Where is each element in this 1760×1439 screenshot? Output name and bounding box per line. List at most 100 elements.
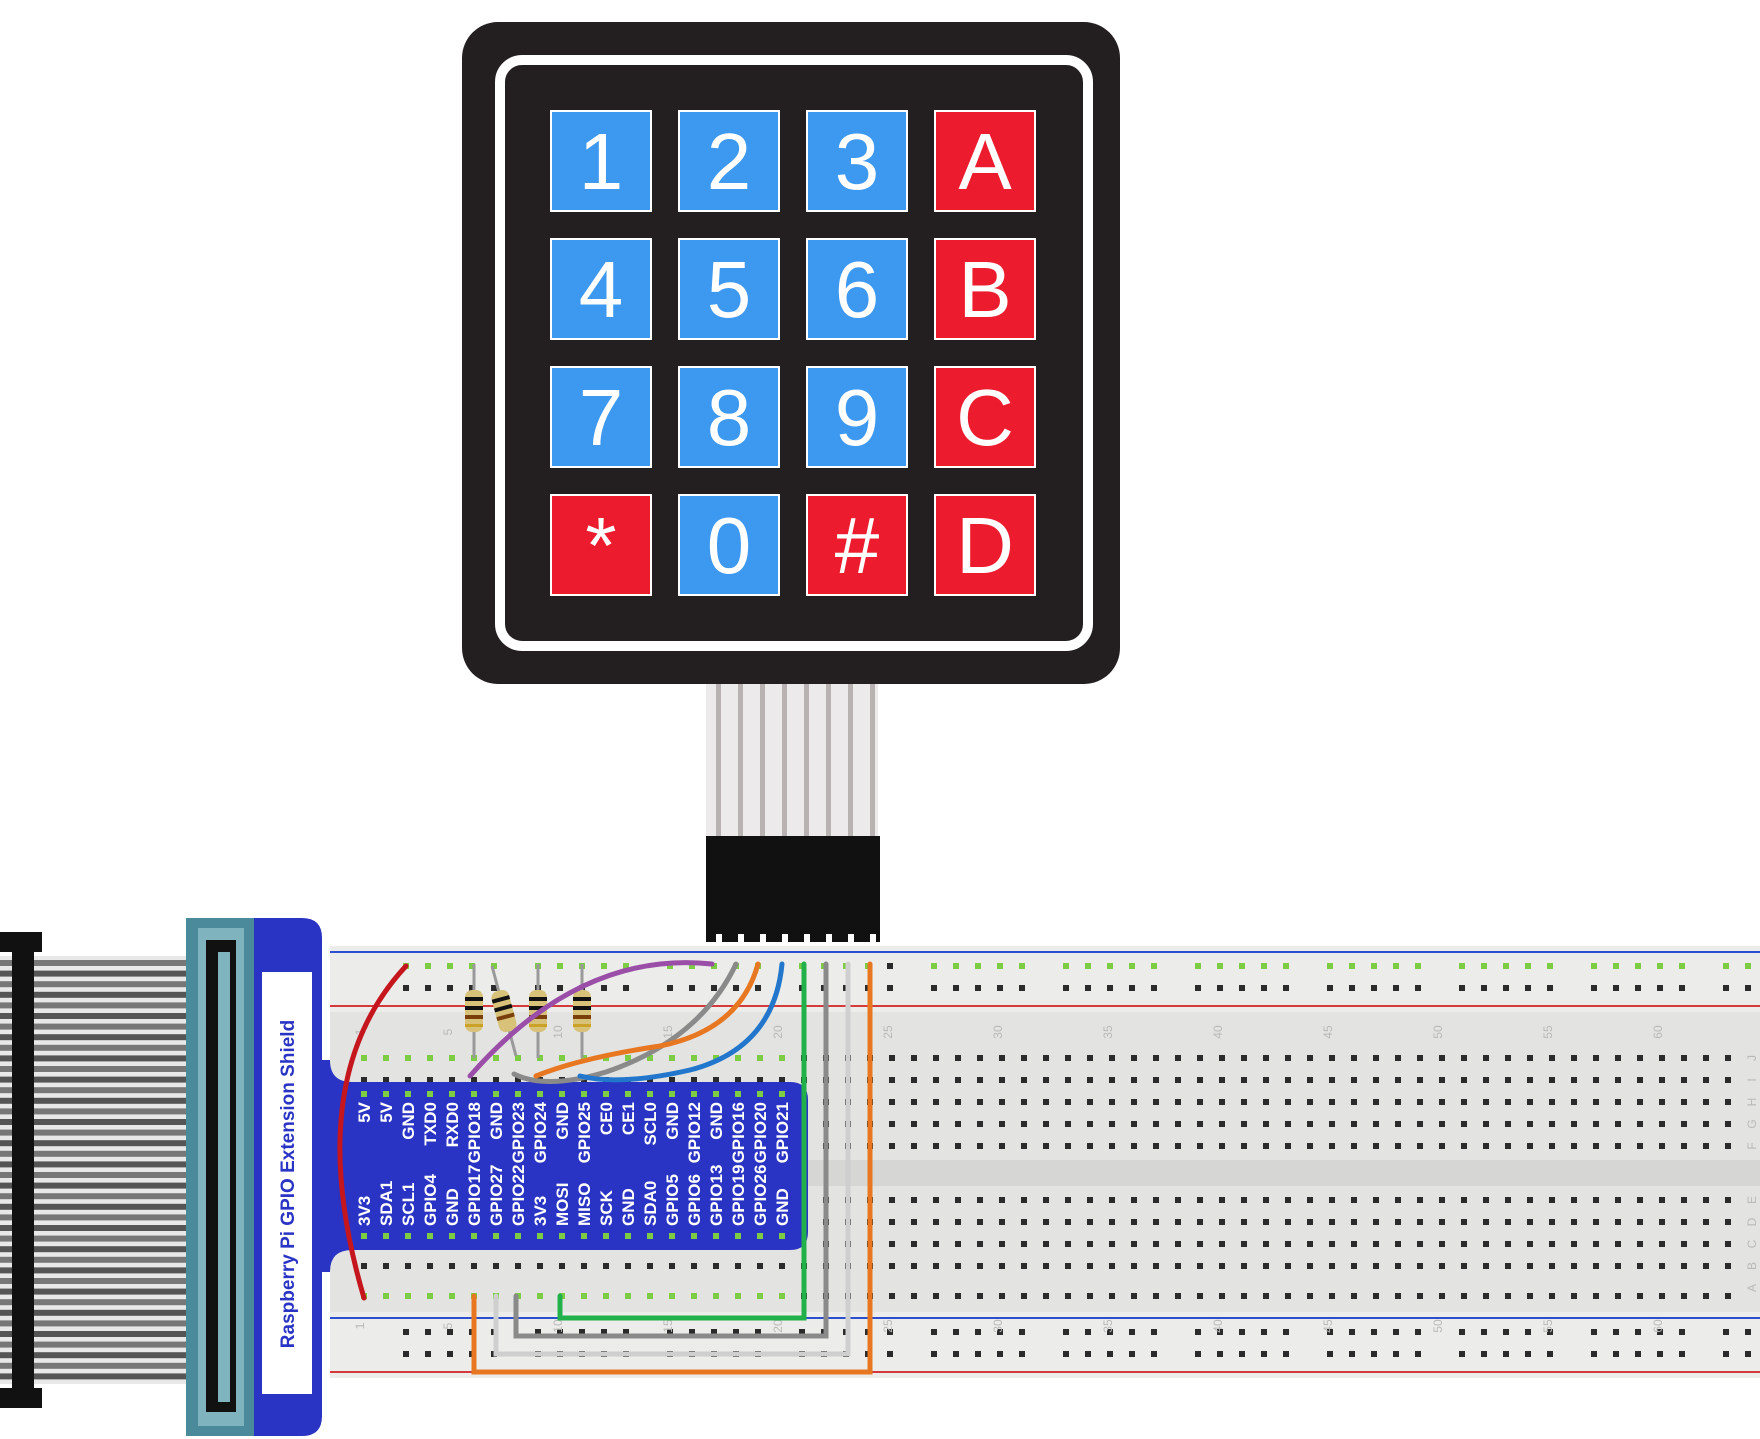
rail-hole: [469, 985, 475, 991]
breadboard-hole: [999, 1197, 1005, 1203]
row-letter: D: [1745, 1217, 1759, 1226]
breadboard-hole: [647, 1055, 653, 1061]
breadboard-hole: [1263, 1055, 1269, 1061]
rail-hole: [535, 1329, 541, 1335]
rail-hole: [1745, 963, 1751, 969]
rail-hole: [689, 985, 695, 991]
rail-hole: [1481, 963, 1487, 969]
ribbon-wire: [0, 1034, 200, 1041]
rail-hole: [1129, 1351, 1135, 1357]
breadboard-hole: [933, 1219, 939, 1225]
rail-hole: [931, 985, 937, 991]
keypad-key-C[interactable]: C: [934, 366, 1036, 468]
breadboard-hole: [1153, 1121, 1159, 1127]
keypad-key-D[interactable]: D: [934, 494, 1036, 596]
wires: [337, 960, 873, 1375]
breadboard-hole: [1219, 1143, 1225, 1149]
keypad-key-A[interactable]: A: [934, 110, 1036, 212]
row-letter: I: [1745, 1078, 1759, 1081]
ribbon-wire: [0, 1256, 200, 1263]
rail-hole: [579, 1329, 585, 1335]
keypad-key-7[interactable]: 7: [550, 366, 652, 468]
breadboard-hole: [1527, 1143, 1533, 1149]
rail-hole: [975, 1329, 981, 1335]
rail-hole: [1415, 963, 1421, 969]
breadboard-hole: [1175, 1143, 1181, 1149]
breadboard-hole: [1703, 1219, 1709, 1225]
breadboard-hole: [977, 1263, 983, 1269]
keypad-key-9[interactable]: 9: [806, 366, 908, 468]
keypad-key-0[interactable]: 0: [678, 494, 780, 596]
keypad-key-5[interactable]: 5: [678, 238, 780, 340]
rail-hole: [1239, 1329, 1245, 1335]
rail-hole: [1723, 963, 1729, 969]
breadboard-hole: [1505, 1263, 1511, 1269]
breadboard-hole: [1527, 1241, 1533, 1247]
keypad-key-2[interactable]: 2: [678, 110, 780, 212]
breadboard-hole: [1593, 1241, 1599, 1247]
rail-hole: [1151, 963, 1157, 969]
flex-trace: [804, 684, 809, 838]
ribbon-wire: [0, 1002, 200, 1009]
keypad-key-#[interactable]: #: [806, 494, 908, 596]
ribbon-wire: [0, 1373, 200, 1380]
ribbon-wire: [0, 970, 200, 977]
rail-hole: [1107, 1329, 1113, 1335]
breadboard-hole: [1417, 1219, 1423, 1225]
rail-hole: [953, 1351, 959, 1357]
breadboard-hole: [933, 1293, 939, 1299]
ribbon-wire: [0, 1341, 200, 1348]
breadboard-hole: [1483, 1143, 1489, 1149]
keypad-key-6[interactable]: 6: [806, 238, 908, 340]
key-face: [552, 368, 650, 466]
shield-pin-label-bottom: MISO: [575, 1183, 594, 1226]
rail-hole: [689, 963, 695, 969]
breadboard-hole: [1681, 1143, 1687, 1149]
resistor-4: [573, 964, 591, 1058]
breadboard-hole: [713, 1077, 719, 1083]
rail-hole: [1547, 1351, 1553, 1357]
breadboard-hole: [1505, 1197, 1511, 1203]
key-face: [936, 368, 1034, 466]
flex-pin: [738, 934, 744, 944]
breadboard-hole: [1681, 1197, 1687, 1203]
ribbon-wire: [0, 1235, 200, 1242]
breadboard-hole: [1439, 1077, 1445, 1083]
rail-hole: [601, 1329, 607, 1335]
breadboard-hole: [1505, 1143, 1511, 1149]
shield-pin: [361, 1091, 367, 1097]
breadboard-hole: [1527, 1263, 1533, 1269]
keypad-key-4[interactable]: 4: [550, 238, 652, 340]
rail-hole: [667, 985, 673, 991]
shield-pin: [515, 1091, 521, 1097]
breadboard-hole: [1351, 1197, 1357, 1203]
shield-pin: [779, 1091, 785, 1097]
wire-orange-curve: [533, 961, 761, 1079]
breadboard-hole: [1615, 1077, 1621, 1083]
keypad-key-*[interactable]: *: [550, 494, 652, 596]
key-label: 6: [835, 245, 880, 334]
breadboard-hole: [625, 1263, 631, 1269]
ribbon-wire: [0, 1214, 200, 1221]
breadboard-hole: [1197, 1055, 1203, 1061]
shield-title: Raspberry Pi GPIO Extension Shield: [278, 1020, 299, 1348]
rail-hole: [1063, 1351, 1069, 1357]
shield-pin: [405, 1233, 411, 1239]
breadboard-hole: [1131, 1197, 1137, 1203]
keypad-key-3[interactable]: 3: [806, 110, 908, 212]
key-face: [680, 368, 778, 466]
breadboard-hole: [1285, 1219, 1291, 1225]
rail-hole: [447, 963, 453, 969]
breadboard-hole: [1021, 1219, 1027, 1225]
rail-hole: [1063, 985, 1069, 991]
breadboard-hole: [1637, 1143, 1643, 1149]
keypad-key-1[interactable]: 1: [550, 110, 652, 212]
breadboard-hole: [669, 1077, 675, 1083]
rail-hole: [1283, 985, 1289, 991]
breadboard-hole: [1307, 1143, 1313, 1149]
keypad-key-B[interactable]: B: [934, 238, 1036, 340]
shield-pin-label-top: GND: [487, 1102, 506, 1140]
keypad-key-8[interactable]: 8: [678, 366, 780, 468]
ribbon-wire: [0, 991, 200, 998]
key-label: B: [958, 245, 1011, 334]
